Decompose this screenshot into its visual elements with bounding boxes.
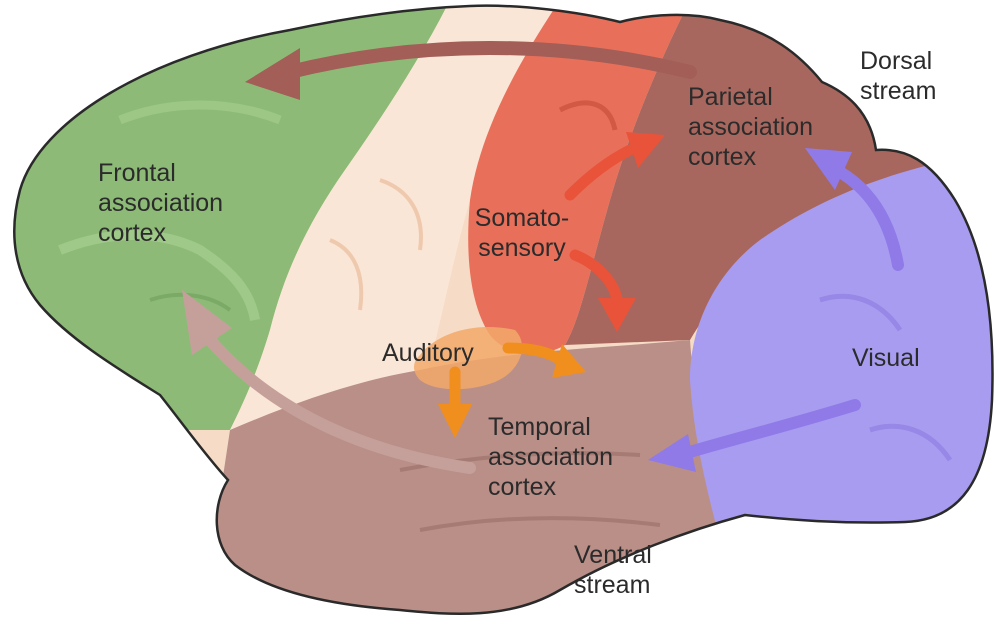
motor-region [230,5,560,430]
frontal-association-cortex-label: Frontal association cortex [98,159,224,247]
auditory-label: Auditory [382,339,474,367]
parietal-association-cortex-label: Parietal association cortex [688,83,814,171]
visual-to-parietal-arrow [805,148,904,271]
auditory-down-arrow [438,366,472,438]
somato-to-parietal-arrow [564,132,665,201]
auditory-region [414,327,523,390]
dorsal-stream-label: Dorsal stream [860,47,937,105]
somato-to-temporal-arrow [569,249,636,332]
visual-label: Visual [852,344,920,372]
ventral-stream-arrow [182,290,476,474]
visual-region [690,150,993,614]
somatosensory-label: Somato- sensory [474,204,570,262]
visual-to-temporal-arrow [648,399,861,472]
temporal-region [200,340,745,614]
temporal-association-cortex-label: Temporal association cortex [488,413,614,501]
dorsal-stream-arrow [245,41,697,100]
frontal-region [14,5,450,430]
ventral-stream-label: Ventral stream [574,541,652,599]
auditory-to-temporal-arrow [502,342,586,378]
somatosensory-region [468,5,690,354]
